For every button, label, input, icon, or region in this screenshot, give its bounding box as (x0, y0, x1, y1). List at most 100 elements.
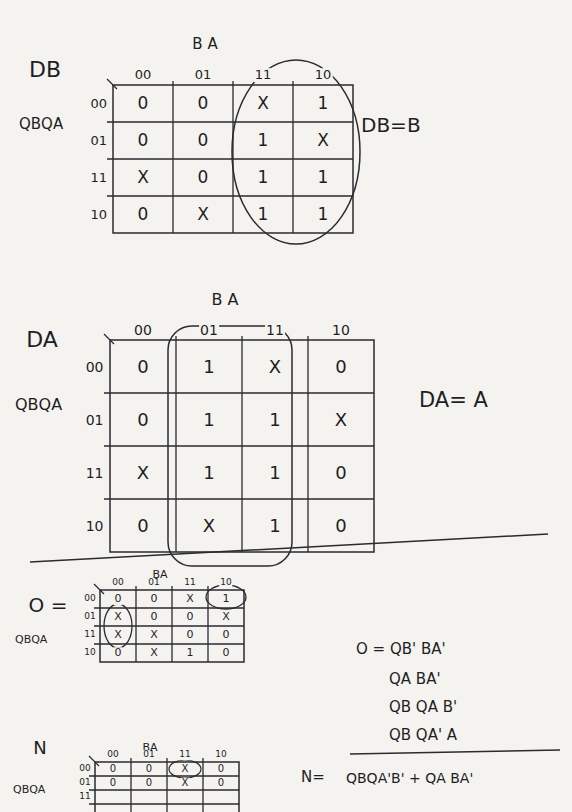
kmap-grid-line (104, 445, 374, 446)
kmap-cell: 0 (136, 410, 149, 429)
row-code: 10 (89, 208, 108, 222)
row-code: 11 (85, 465, 105, 480)
column-code: 11 (254, 68, 273, 82)
kmap-cell: X (185, 593, 195, 605)
column-variables: B A (191, 37, 218, 53)
column-code: 10 (331, 322, 351, 337)
kmap-cell: X (334, 410, 348, 429)
row-code: 00 (83, 594, 96, 603)
kmap-cell: X (149, 647, 159, 659)
column-code: 01 (194, 68, 213, 82)
kmap-cell: X (136, 463, 150, 482)
kmap-cell: 1 (317, 206, 330, 224)
row-code: 01 (85, 412, 105, 427)
row-code: 11 (78, 792, 91, 801)
kmap-grid-line (89, 775, 239, 776)
kmap-cell: X (196, 206, 210, 224)
kmap-cell: 0 (334, 357, 347, 376)
kmap-cell: 1 (202, 463, 215, 482)
kmap-grid-line (175, 336, 176, 552)
row-variables: QBQA (14, 634, 48, 646)
kmap-cell: X (316, 132, 330, 150)
column-code: 00 (111, 579, 124, 588)
kmap-grid-line (292, 81, 293, 233)
kmap-cell: X (268, 357, 282, 376)
kmap-cell: 0 (136, 516, 149, 535)
equation: DA= A (418, 389, 489, 411)
kmap-cell: 0 (137, 95, 150, 113)
kmap-grid-line (107, 195, 353, 196)
kmap-grid-line (104, 392, 374, 393)
kmap-grid-line (172, 81, 173, 233)
column-code: 01 (199, 322, 219, 337)
row-code: 01 (89, 134, 108, 148)
grouping-loop (104, 604, 132, 648)
kmap-grid-line (107, 121, 353, 122)
kmap-cell: 0 (217, 778, 225, 789)
kmap-cell: 0 (137, 206, 150, 224)
row-variables: QBQA (14, 397, 63, 414)
grouping-loop (169, 760, 201, 778)
kmap-cell: 0 (334, 516, 347, 535)
kmap-cell: 1 (317, 95, 330, 113)
kmap-cell: 0 (150, 611, 159, 623)
equation: O = QB' BA' (355, 642, 447, 658)
kmap-cell: 0 (217, 764, 225, 775)
kmap-cell: 0 (109, 778, 117, 789)
kmap-cell: 0 (186, 611, 195, 623)
kmap-cell: 0 (150, 593, 159, 605)
kmap-grid-line (241, 336, 242, 552)
kmap-cell: 1 (268, 463, 281, 482)
kmap-cell: 0 (197, 95, 210, 113)
map-name: N (32, 739, 47, 758)
corner-slash (104, 334, 114, 344)
kmap-cell: 0 (109, 764, 117, 775)
kmap-cell: X (113, 629, 123, 641)
kmap-cell: 0 (222, 629, 231, 641)
equation-term: QB QA' A (388, 728, 458, 744)
kmap-cell: X (256, 95, 270, 113)
kmap-grid-line (107, 158, 353, 159)
grouping-loop (232, 60, 360, 244)
kmap-grid-line (207, 586, 208, 662)
kmap-cell: 1 (257, 169, 270, 187)
column-code: 00 (106, 751, 119, 760)
row-code: 11 (89, 171, 108, 185)
equation-term: QA BA' (388, 672, 442, 688)
column-code: 00 (133, 322, 153, 337)
column-code: 10 (214, 751, 227, 760)
kmap-cell: 0 (114, 647, 123, 659)
equation: QBQA'B' + QA BA' (345, 771, 474, 786)
kmap-cell: 1 (257, 206, 270, 224)
kmap-cell: X (181, 778, 190, 789)
row-code: 10 (83, 648, 96, 657)
kmap-cell: 1 (317, 169, 330, 187)
kmap-cell: 1 (268, 410, 281, 429)
row-code: 10 (85, 518, 105, 533)
row-variables: QBQA (12, 784, 46, 796)
corner-slash (94, 584, 104, 594)
kmap-cell: 1 (268, 516, 281, 535)
column-code: 00 (134, 68, 153, 82)
row-code: 00 (85, 359, 105, 374)
column-code: 11 (183, 579, 196, 588)
grouping-loop (206, 585, 246, 609)
kmap-cell: 0 (222, 647, 231, 659)
kmap-cell: X (181, 764, 190, 775)
kmap-cell: 0 (334, 463, 347, 482)
column-code: 10 (314, 68, 333, 82)
kmap-cell: 0 (186, 629, 195, 641)
column-code: 11 (265, 322, 285, 337)
kmap-cell: X (202, 516, 216, 535)
kmap-grid-line (171, 586, 172, 662)
column-code: 01 (147, 579, 160, 588)
kmap-cell: X (113, 611, 123, 623)
separator-line (30, 534, 548, 562)
equation-term: QB QA B' (388, 700, 458, 716)
kmap-cell: 1 (202, 410, 215, 429)
kmap-grid-line (89, 789, 239, 790)
kmap-cell: 1 (257, 132, 270, 150)
kmap-cell: 0 (197, 169, 210, 187)
kmap-cell: X (136, 169, 150, 187)
kmap-grid-line (94, 643, 244, 644)
